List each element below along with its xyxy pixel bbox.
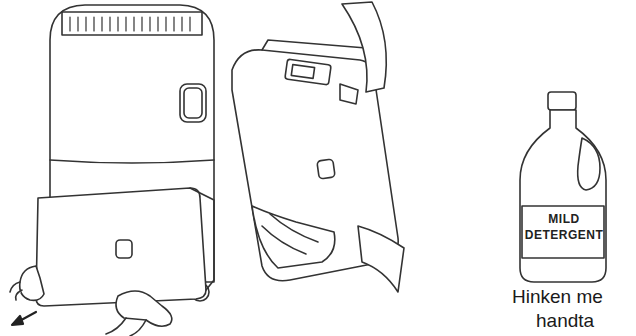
front-panel <box>36 188 214 306</box>
hands <box>10 266 172 336</box>
pull-arrow <box>12 312 36 325</box>
detergent-bottle <box>520 92 606 282</box>
bottle-label: MILD DETERGENT <box>522 211 606 243</box>
caption-text: handta <box>536 310 594 332</box>
panel-wiping <box>232 2 404 292</box>
caption-text: Hinken me <box>512 286 603 308</box>
